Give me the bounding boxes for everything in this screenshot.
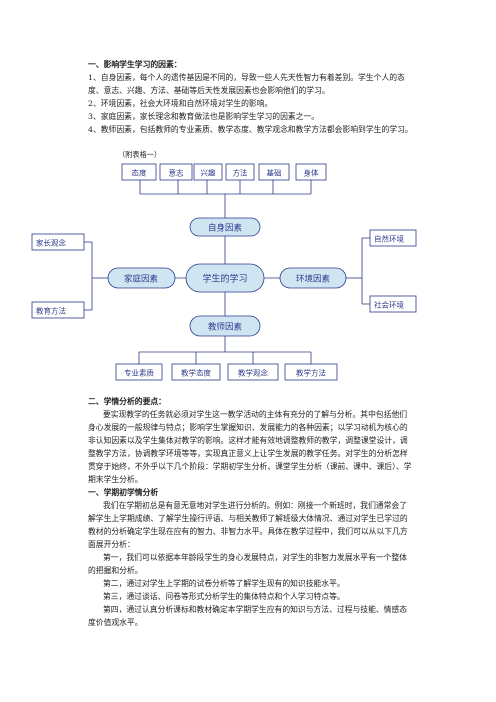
top-item-foundation: 基础 xyxy=(267,168,282,178)
teaching-concept-box xyxy=(227,363,279,381)
family-factor-node xyxy=(107,267,176,289)
teaching-method-box xyxy=(284,363,338,381)
self-factor-node xyxy=(189,217,261,237)
section1-item-2: 2、环境因素，社会大环境和自然环境对学生的影响。 xyxy=(88,99,273,108)
top-item-interest: 兴趣 xyxy=(201,168,216,178)
section1-item-1: 1、自身因素，每个人的遗传基因是不同的，导致一些人先天性智力有着差别。学生个人的… xyxy=(88,73,405,95)
section3-item-2: 第二，通过对学生上学期的试卷分析等了解学生现有的知识技能水平。 xyxy=(103,579,345,588)
connector-lines xyxy=(84,180,370,364)
self-factor-label: 自身因素 xyxy=(208,223,243,234)
top-item-body: 身体 xyxy=(304,168,319,178)
section1-item-4: 4、教师因素，包括教师的专业素质、教学态度、教学观念和教学方法都会影响到学生的学… xyxy=(88,125,413,134)
social-env-label: 社会环境 xyxy=(374,300,404,310)
section2-paragraph: 要实现教学的任务就必须对学生这一教学活动的主体有充分的了解与分析。其中包括他们身… xyxy=(88,410,412,484)
top-row-boxes xyxy=(121,163,327,181)
natural-env-label: 自然环境 xyxy=(374,234,404,244)
education-method-label: 教育方法 xyxy=(36,306,66,316)
env-factor-node xyxy=(279,267,347,289)
family-factor-label: 家庭因素 xyxy=(124,274,159,285)
teaching-concept-label: 教学观念 xyxy=(238,368,268,378)
professional-quality-label: 专业素质 xyxy=(124,368,154,378)
section3-paragraph: 我们在学期初总是有意无意地对学生进行分析的。例如：刚接一个新班时，我们通常会了解… xyxy=(88,501,408,549)
teaching-attitude-label: 教学态度 xyxy=(181,368,211,378)
section3-item-4: 第四，通过认真分析课标和教材确定本学期学生应有的知识与方法、过程与技能、情感态度… xyxy=(88,605,408,627)
factor-diagram: 态度 意志 兴趣 方法 基础 身体 自身因素 家庭因素 学生的学习 环境因素 教… xyxy=(31,163,417,381)
section3-heading: 一、学期初学情分析 xyxy=(88,488,159,497)
social-env-box xyxy=(369,295,417,313)
top-item-will: 意志 xyxy=(169,168,184,178)
education-method-box xyxy=(31,301,85,319)
env-factor-label: 环境因素 xyxy=(296,274,331,285)
attachment-note: （附表格一） xyxy=(118,150,162,159)
top-item-method: 方法 xyxy=(233,168,248,178)
teacher-factor-node xyxy=(189,315,261,337)
teaching-attitude-box xyxy=(171,363,221,381)
section1-heading: 一、影响学生学习的因素： xyxy=(88,60,182,69)
top-item-attitude: 态度 xyxy=(132,168,147,178)
parent-concept-label: 家长观念 xyxy=(36,238,66,248)
natural-env-box xyxy=(369,229,417,247)
center-label: 学生的学习 xyxy=(202,273,247,285)
section3-item-1: 第一，我们可以依据本年龄段学生的身心发展特点，对学生的非智力发展水平有一个整体的… xyxy=(88,553,408,575)
teacher-factor-label: 教师因素 xyxy=(208,322,243,333)
section1-item-3: 3、家庭因素，家长理念和教育做法也是影响学生学习的因素之一。 xyxy=(88,112,320,121)
center-node xyxy=(185,263,265,293)
teaching-method-label: 教学方法 xyxy=(296,368,326,378)
section3-item-3: 第三，通过谈话、问卷等形式分析学生的集体特点和个人学习特点等。 xyxy=(103,592,345,601)
professional-quality-box xyxy=(115,363,163,381)
section2-heading: 二、学情分析的要点： xyxy=(88,397,166,406)
parent-concept-box xyxy=(31,233,85,251)
